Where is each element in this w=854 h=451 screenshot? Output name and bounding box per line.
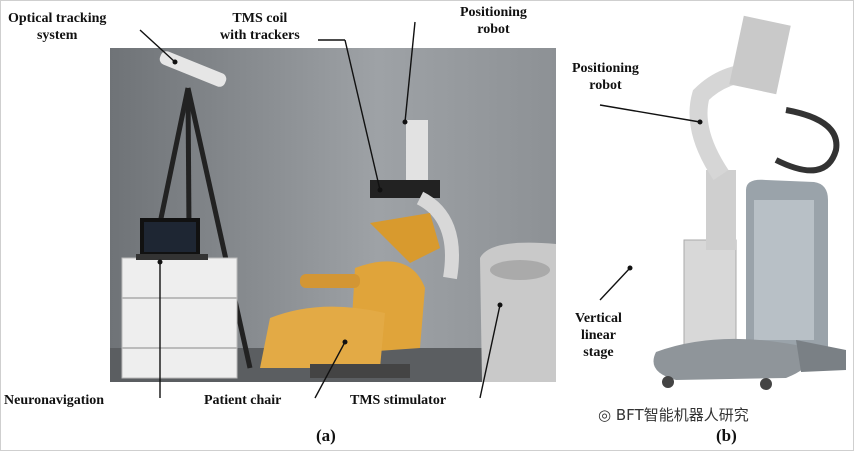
wechat-icon: ◎ xyxy=(598,406,612,424)
label-optical-tracking: Optical tracking system xyxy=(8,11,107,43)
leader-patient-chair xyxy=(314,341,346,399)
label-positioning-robot-a: Positioning robot xyxy=(460,5,527,37)
label-positioning-robot-b: Positioning robot xyxy=(572,61,639,93)
panel-label-a: (a) xyxy=(316,426,336,445)
leader-linear-stage xyxy=(599,267,631,301)
label-patient-chair: Patient chair xyxy=(204,393,282,408)
photo-panel-b xyxy=(596,0,854,400)
leader-positioning-robot-b xyxy=(599,104,701,123)
photo-panel-a xyxy=(110,48,556,382)
robot-scene xyxy=(653,15,846,390)
label-vertical-linear-stage: Vertical linear stage xyxy=(575,311,622,360)
label-tms-coil: TMS coil with trackers xyxy=(220,11,300,43)
leader-positioning-robot-a xyxy=(404,21,416,123)
watermark-text: BFT智能机器人研究 xyxy=(615,406,749,424)
label-tms-stimulator: TMS stimulator xyxy=(350,393,447,408)
leader-tms-stimulator xyxy=(479,304,501,399)
label-neuronavigation: Neuronavigation xyxy=(4,393,105,408)
leader-optical-tracking xyxy=(139,29,176,63)
watermark: ◎ BFT智能机器人研究 xyxy=(598,404,749,425)
panel-label-b: (b) xyxy=(716,426,737,445)
leader-tms-coil-v xyxy=(344,39,381,191)
lab-scene xyxy=(110,51,556,382)
